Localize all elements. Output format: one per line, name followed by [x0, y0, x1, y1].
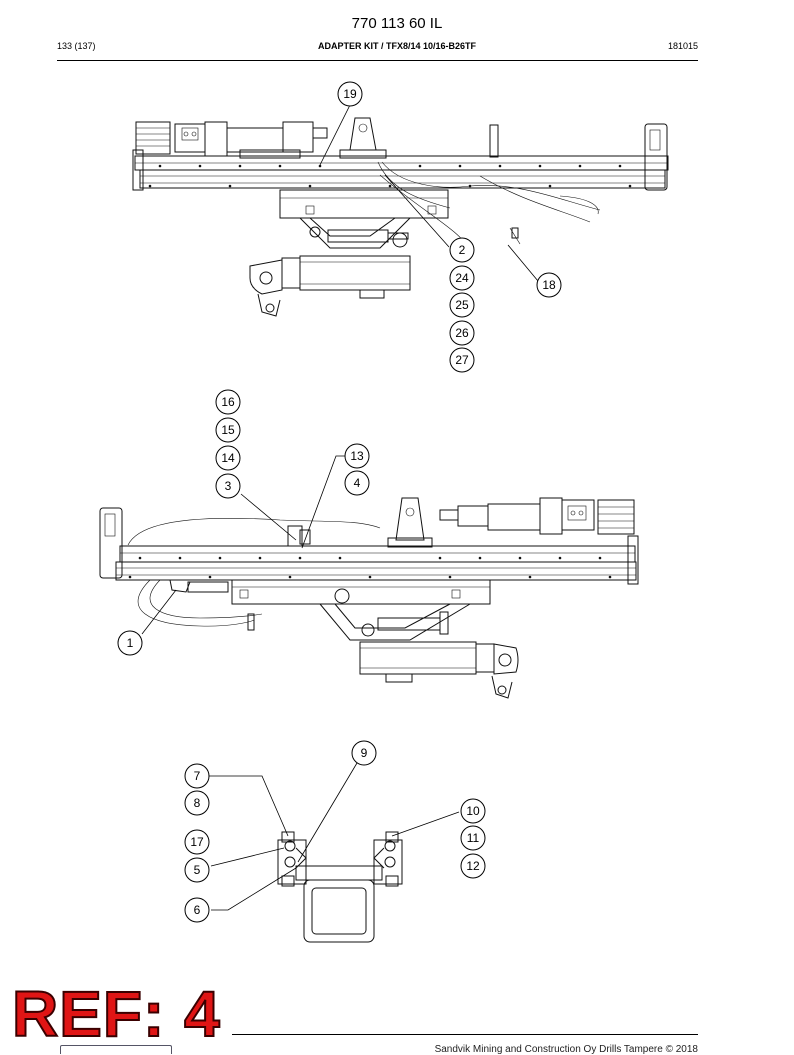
callout-8: 8	[184, 790, 210, 816]
callout-4: 4	[344, 470, 370, 496]
callout-18: 18	[536, 272, 562, 298]
callout-17: 17	[184, 829, 210, 855]
callout-27: 27	[449, 347, 475, 373]
middle-view-drawing	[99, 455, 639, 699]
callout-26: 26	[449, 320, 475, 346]
callout-2: 2	[449, 237, 475, 263]
date-code: 181015	[667, 41, 698, 51]
callout-15: 15	[215, 417, 241, 443]
svg-text:6: 6	[194, 903, 201, 917]
copyright-text: Sandvik Mining and Construction Oy Drill…	[434, 1044, 698, 1055]
svg-text:1: 1	[127, 636, 134, 650]
svg-text:18: 18	[542, 278, 556, 292]
svg-text:8: 8	[194, 796, 201, 810]
top-view-drawing	[132, 104, 669, 317]
callout-10: 10	[460, 798, 486, 824]
svg-text:11: 11	[467, 831, 480, 845]
svg-text:5: 5	[194, 863, 201, 877]
callout-1: 1	[117, 630, 143, 656]
callout-16: 16	[215, 389, 241, 415]
svg-text:3: 3	[225, 479, 232, 493]
callout-24: 24	[449, 265, 475, 291]
sandvik-logo	[60, 1045, 172, 1054]
callout-12: 12	[460, 853, 486, 879]
callout-19: 19	[337, 81, 363, 107]
ref-stamp: REF: 4	[11, 978, 221, 1050]
svg-text:19: 19	[343, 87, 357, 101]
svg-text:9: 9	[361, 746, 368, 760]
svg-text:17: 17	[190, 835, 204, 849]
document-number: 770 113 60 IL	[351, 15, 443, 32]
svg-text:26: 26	[455, 326, 469, 340]
callout-3: 3	[215, 473, 241, 499]
svg-text:12: 12	[466, 859, 480, 873]
svg-text:7: 7	[194, 769, 201, 783]
svg-text:24: 24	[455, 271, 469, 285]
svg-text:16: 16	[221, 395, 235, 409]
document-title: ADAPTER KIT / TFX8/14 10/16-B26TF	[317, 41, 477, 51]
svg-text:25: 25	[455, 298, 469, 312]
svg-text:13: 13	[350, 449, 364, 463]
svg-text:4: 4	[354, 476, 361, 490]
svg-text:27: 27	[455, 353, 469, 367]
callout-6: 6	[184, 897, 210, 923]
callout-13: 13	[344, 443, 370, 469]
bottom-view-drawing	[209, 762, 460, 943]
callout-7: 7	[184, 763, 210, 789]
header-rule	[57, 60, 698, 61]
svg-text:10: 10	[466, 804, 480, 818]
callout-5: 5	[184, 857, 210, 883]
callout-11: 11	[460, 825, 486, 851]
page-reference: 133 (137)	[57, 41, 96, 51]
svg-text:14: 14	[221, 451, 235, 465]
svg-text:15: 15	[221, 423, 235, 437]
callout-9: 9	[351, 740, 377, 766]
callout-14: 14	[215, 445, 241, 471]
callout-25: 25	[449, 292, 475, 318]
svg-text:2: 2	[459, 243, 466, 257]
footer-rule	[232, 1034, 698, 1035]
